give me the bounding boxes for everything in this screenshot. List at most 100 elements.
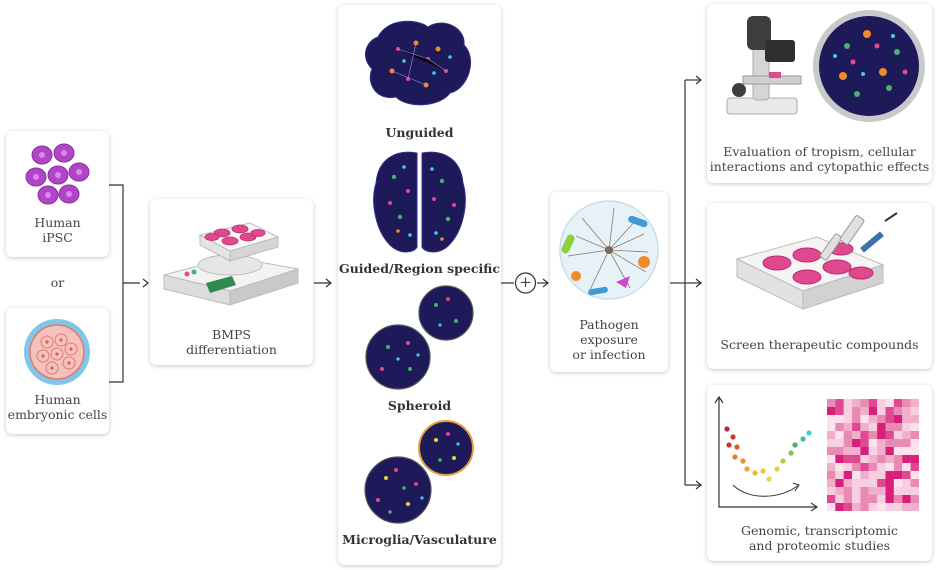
heatmap-cell [902,463,911,471]
heatmap-cell [852,399,861,407]
heatmap-cell [852,439,861,447]
heatmap-cell [868,463,878,471]
microglia-organoid-icon [364,420,474,524]
heatmap-cell [835,503,844,511]
heatmap-cell [902,423,911,431]
guided-brain-organoid-icon [373,151,466,253]
embryonic-card: Human embryonic cells [6,308,109,434]
heatmap-cell [843,463,853,471]
heatmap-cell [868,455,878,463]
heatmap-cell [902,415,911,423]
heatmap-cell [827,447,836,455]
heatmap-cell [910,495,919,503]
heatmap-cell [893,447,903,455]
heatmap-cell [885,431,894,439]
heatmap-cell [893,399,903,407]
heatmap-cell [910,415,919,423]
ipsc-label: Human iPSC [34,215,81,245]
embryo-cells-icon [24,319,90,385]
heatmap-cell [827,495,836,503]
heatmap-cell [893,431,903,439]
heatmap-cell [860,431,869,439]
heatmap-cell [893,487,903,495]
heatmap-cell [910,455,919,463]
heatmap-cell [843,423,853,431]
heatmap-cell [852,471,861,479]
heatmap-cell [893,479,903,487]
heatmap-cell [910,471,919,479]
pathogen-label: Pathogen exposure or infection [572,317,646,362]
heatmap-cell [910,431,919,439]
heatmap-cell [843,407,853,415]
heatmap-cell [852,463,861,471]
heatmap-cell [902,439,911,447]
heatmap-cell [860,471,869,479]
pathogen-card: Pathogen exposure or infection [550,192,668,372]
tropism-card: Evaluation of tropism, cellular interact… [707,4,932,183]
heatmap-cell [860,487,869,495]
heatmap-cell [885,495,894,503]
heatmap-cell [885,455,894,463]
pathogen-icon [559,200,659,300]
heatmap-cell [885,463,894,471]
omics-label: Genomic, transcriptomic and proteomic st… [740,523,899,553]
omics-card: Genomic, transcriptomic and proteomic st… [707,385,932,561]
heatmap-cell [877,447,886,455]
heatmap-cell [860,503,869,511]
shaker-plate-icon [163,222,299,306]
heatmap-cell [852,495,861,503]
heatmap-cell [893,495,903,503]
heatmap-cell [827,431,836,439]
heatmap-cell [852,487,861,495]
heatmap-cell [860,407,869,415]
heatmap-cell [868,447,878,455]
heatmap-cell [860,399,869,407]
heatmap-cell [868,495,878,503]
heatmap-cell [877,399,886,407]
heatmap-cell [893,471,903,479]
heatmap-cell [868,471,878,479]
heatmap-cell [868,479,878,487]
heatmap-cell [852,503,861,511]
heatmap-cell [885,415,894,423]
heatmap-cell [910,463,919,471]
heatmap-cell [835,423,844,431]
heatmap-cell [843,471,853,479]
heatmap-cell [835,487,844,495]
heatmap-cell [843,455,853,463]
heatmap-cell [885,439,894,447]
spheroid-label: Spheroid [387,398,452,413]
heatmap-cell [910,503,919,511]
heatmap-cell [843,439,853,447]
heatmap-cell [827,471,836,479]
heatmap-cell [868,487,878,495]
heatmap-cell [877,407,886,415]
tropism-label: Evaluation of tropism, cellular interact… [709,144,930,174]
heatmap-cell [827,455,836,463]
heatmap-cell [835,407,844,415]
heatmap-cell [902,487,911,495]
organoid-types-card: Unguided Guided/Region specific Spheroid… [338,5,501,565]
heatmap-cell [877,415,886,423]
heatmap-cell [885,471,894,479]
heatmap-cell [877,439,886,447]
heatmap-cell [868,407,878,415]
heatmap-cell [827,399,836,407]
cell-interaction-view-icon [813,10,925,122]
heatmap-cell [827,503,836,511]
heatmap-cell [843,479,853,487]
well-plate-syringe-icon [735,212,898,310]
heatmap-cell [843,447,853,455]
heatmap-cell [877,455,886,463]
bmps-label: BMPS differentiation [186,327,277,357]
microglia-label: Microglia/Vasculature [342,532,497,547]
heatmap-cell [877,463,886,471]
heatmap-cell [843,503,853,511]
heatmap-cell [835,447,844,455]
ipsc-cells-icon [25,143,90,205]
heatmap-cell [902,495,911,503]
spheroid-organoid-icon [365,285,474,390]
heatmap-cell [877,487,886,495]
heatmap-cell [877,479,886,487]
